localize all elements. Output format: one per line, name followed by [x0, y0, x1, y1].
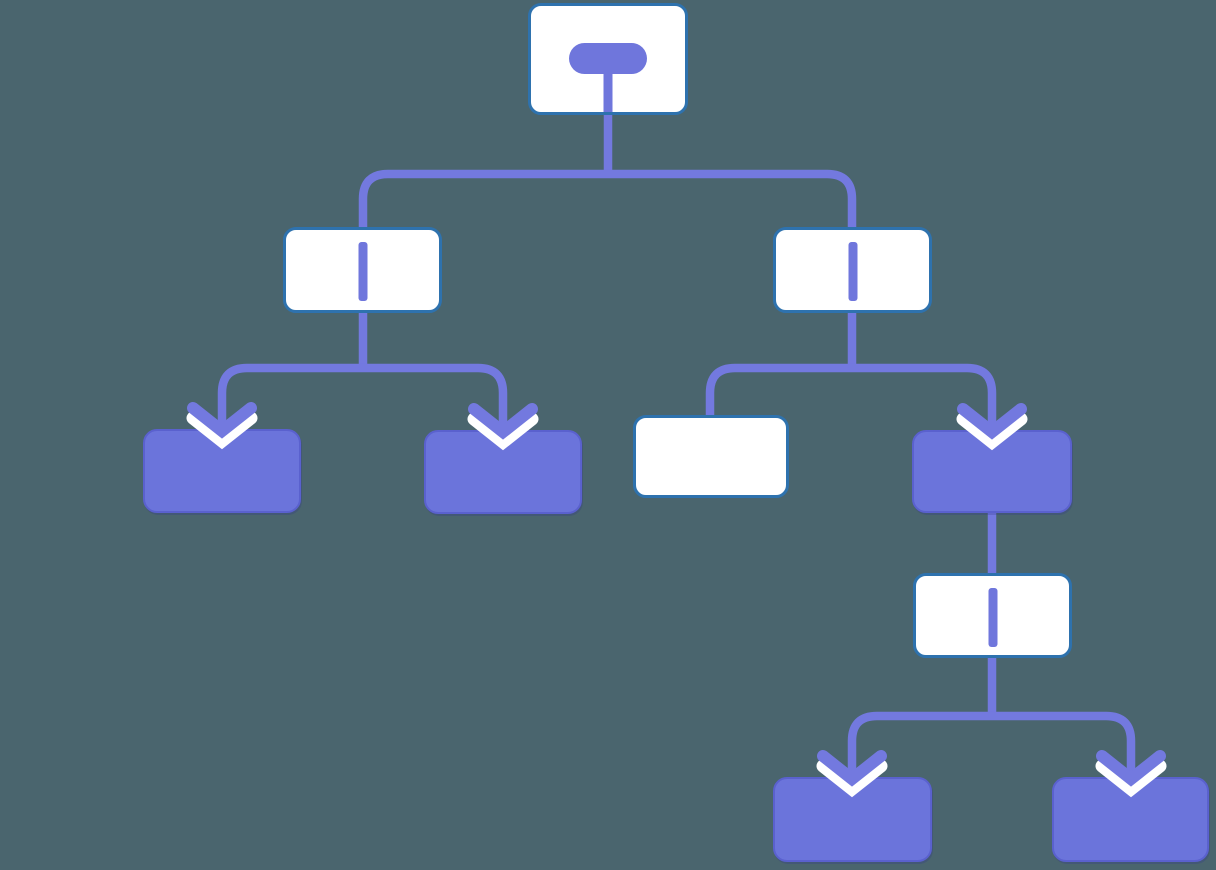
node-branch-right[interactable]: [773, 227, 932, 313]
branch-dash-placeholder: [988, 588, 997, 647]
pill-stem: [603, 70, 613, 112]
node-branch-right-lower[interactable]: [913, 573, 1072, 658]
node-mid-right-purple[interactable]: [912, 430, 1072, 513]
node-root[interactable]: [528, 3, 688, 115]
node-branch-left[interactable]: [283, 227, 442, 313]
node-leaf-bottom-1[interactable]: [773, 777, 932, 862]
node-leaf-left-2[interactable]: [424, 430, 582, 514]
topic-pill-placeholder: [569, 43, 647, 74]
node-leaf-left-1[interactable]: [143, 429, 301, 513]
branch-dash-placeholder: [358, 242, 367, 301]
node-mid-right-white[interactable]: [633, 415, 789, 498]
branch-dash-placeholder: [848, 242, 857, 301]
node-leaf-bottom-2[interactable]: [1052, 777, 1209, 862]
